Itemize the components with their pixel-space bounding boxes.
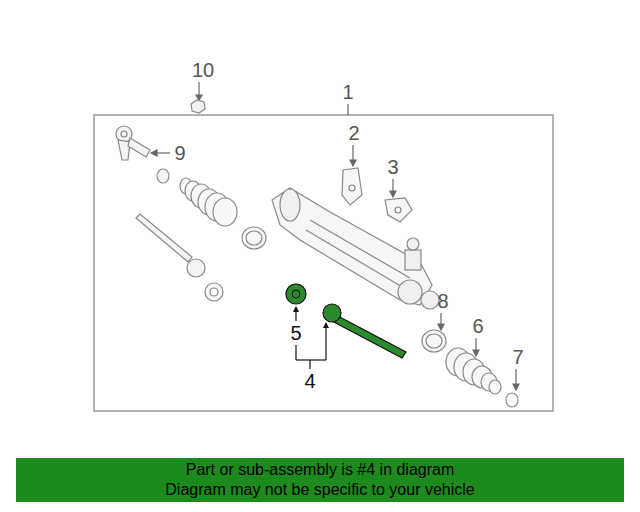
callout-number: 8 [437, 290, 448, 312]
callout-number: 2 [348, 122, 359, 144]
callout-number: 10 [192, 59, 214, 81]
callout-number: 1 [342, 81, 353, 103]
callout-number: 6 [472, 315, 483, 337]
callout-number: 3 [387, 156, 398, 178]
callout-number: 4 [304, 370, 315, 392]
callout-number: 7 [512, 346, 523, 368]
notice-band: Part or sub-assembly is #4 in diagramDia… [16, 458, 624, 502]
notice-text: Part or sub-assembly is #4 in diagram [186, 460, 455, 480]
callout-number: 5 [290, 322, 301, 344]
notice-text: Diagram may not be specific to your vehi… [165, 480, 474, 500]
callout-number: 9 [174, 142, 185, 164]
